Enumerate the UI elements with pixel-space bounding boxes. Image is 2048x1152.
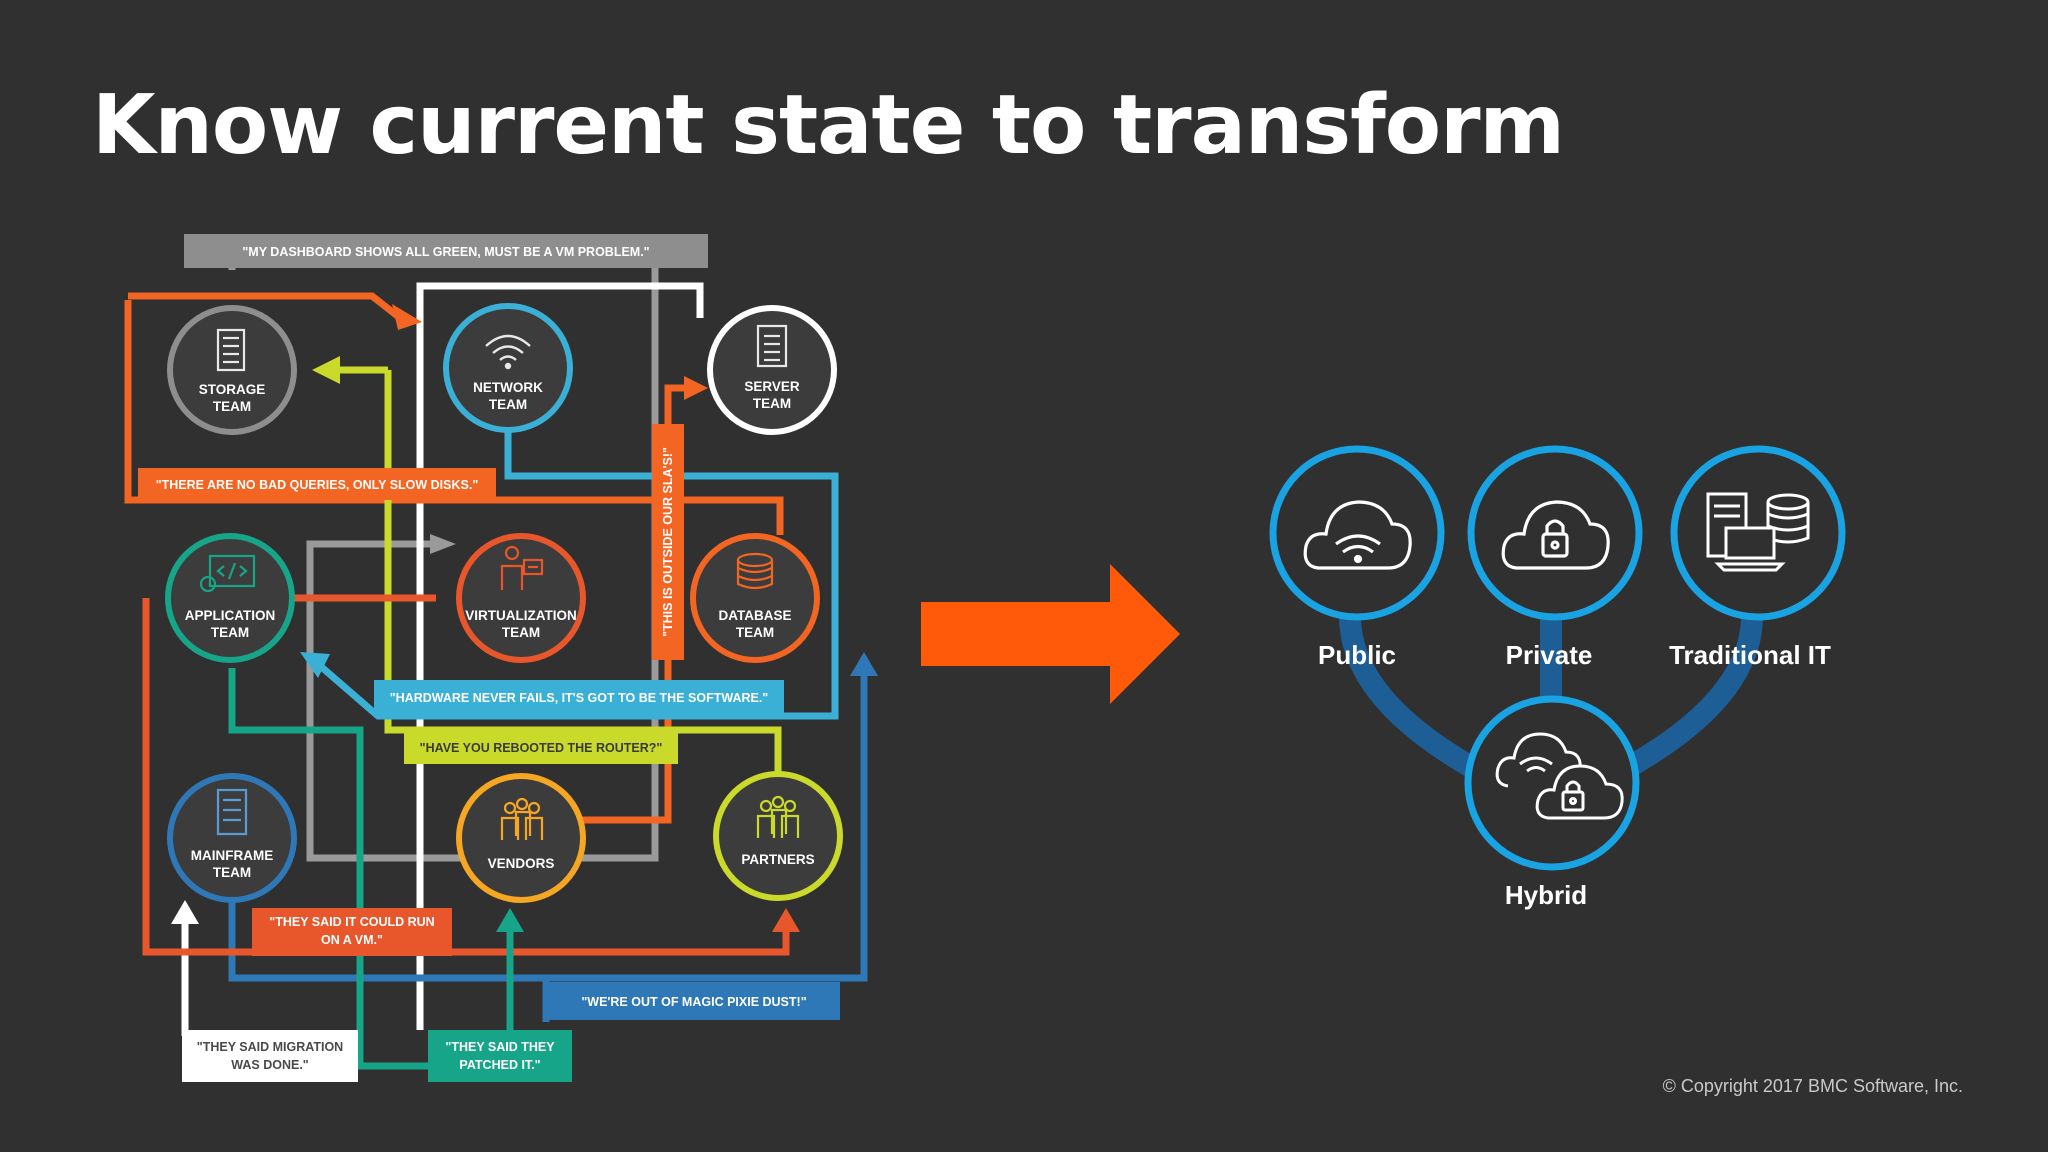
document-icon — [756, 324, 788, 368]
quote-vm-text-2: ON A VM." — [321, 933, 383, 947]
team-server: SERVER TEAM — [707, 305, 837, 435]
team-server-label-2: TEAM — [753, 396, 791, 411]
team-server-label-1: SERVER — [744, 379, 800, 394]
option-public-label: Public — [1318, 640, 1396, 670]
team-network-label-1: NETWORK — [473, 380, 543, 395]
team-database: DATABASE TEAM — [690, 533, 820, 663]
team-virtualization-label-1: VIRTUALIZATION — [465, 608, 577, 623]
team-application-label-1: APPLICATION — [185, 608, 276, 623]
database-icon — [736, 552, 774, 590]
orange-line — [664, 384, 690, 420]
team-virtualization: VIRTUALIZATION TEAM — [456, 533, 586, 663]
team-storage: STORAGE TEAM — [167, 305, 297, 435]
server-rack-icon — [216, 328, 246, 372]
option-public: Public — [1269, 445, 1445, 670]
team-network-label-2: TEAM — [489, 397, 527, 412]
quote-banners: "MY DASHBOARD SHOWS ALL GREEN, MUST BE A… — [138, 234, 840, 1082]
quote-dashboard-text: "MY DASHBOARD SHOWS ALL GREEN, MUST BE A… — [242, 245, 649, 259]
team-mainframe-label-2: TEAM — [213, 865, 251, 880]
team-mainframe: MAINFRAME TEAM — [167, 773, 297, 903]
quote-dashboard — [184, 234, 708, 268]
team-vendors: VENDORS — [456, 773, 586, 903]
cloud-lock-icon — [1501, 500, 1610, 570]
traditional-hybrid-connector — [1609, 605, 1763, 783]
yellow-line — [384, 370, 782, 773]
quote-hardware — [374, 680, 784, 714]
option-hybrid: Hybrid — [1464, 695, 1640, 910]
team-network: NETWORK TEAM — [443, 303, 573, 433]
presenter-icon — [500, 545, 544, 590]
quote-patched — [428, 1030, 572, 1082]
transform-arrow-icon — [921, 564, 1180, 704]
quote-sla — [652, 424, 684, 660]
wifi-icon — [485, 334, 531, 370]
option-private-label: Private — [1506, 640, 1593, 670]
quote-hardware-text: "HARDWARE NEVER FAILS, IT'S GOT TO BE TH… — [390, 691, 769, 705]
team-storage-label-1: STORAGE — [199, 382, 266, 397]
team-database-label-2: TEAM — [736, 625, 774, 640]
quote-sla-text: "THIS IS OUTSIDE OUR SLA'S!" — [661, 447, 675, 637]
code-icon — [199, 554, 256, 593]
people-icon — [500, 797, 544, 840]
option-private: Private — [1467, 445, 1643, 670]
quote-patched-text-2: PATCHED IT." — [459, 1058, 540, 1072]
quote-router — [404, 732, 678, 764]
team-mainframe-label-1: MAINFRAME — [191, 848, 274, 863]
people-icon — [756, 795, 800, 838]
quote-pixie — [548, 982, 840, 1020]
team-application-label-2: TEAM — [211, 625, 249, 640]
orange-line — [128, 292, 403, 321]
option-hybrid-label: Hybrid — [1505, 880, 1587, 910]
team-storage-label-2: TEAM — [213, 399, 251, 414]
quote-vm-text-1: "THEY SAID IT COULD RUN — [269, 915, 434, 929]
team-circles: STORAGE TEAM NETWORK TEAM — [165, 303, 843, 903]
team-partners: PARTNERS — [713, 771, 843, 901]
silo-infographic: "MY DASHBOARD SHOWS ALL GREEN, MUST BE A… — [124, 234, 878, 1082]
option-traditional: Traditional IT — [1669, 445, 1846, 670]
quote-queries — [138, 468, 496, 500]
team-database-label-1: DATABASE — [719, 608, 792, 623]
slide-title: Know current state to transform — [92, 78, 1565, 173]
quote-migration-text-1: "THEY SAID MIGRATION — [197, 1040, 343, 1054]
mainframe-icon — [216, 788, 248, 836]
servers-laptop-icon — [1706, 492, 1810, 572]
quote-vm — [252, 908, 452, 956]
white-line — [416, 282, 704, 1030]
team-partners-label: PARTNERS — [741, 852, 814, 867]
red-line — [142, 598, 790, 956]
team-virtualization-label-2: TEAM — [502, 625, 540, 640]
quote-migration — [182, 1030, 358, 1082]
quote-patched-text-1: "THEY SAID THEY — [445, 1040, 555, 1054]
cloud-wifi-icon — [1303, 500, 1412, 570]
copyright-text: © Copyright 2017 BMC Software, Inc. — [1662, 1076, 1963, 1096]
hybrid-connectors — [1339, 605, 1763, 783]
blue-line — [315, 432, 839, 720]
teal-line — [228, 668, 430, 1070]
quote-router-text: "HAVE YOU REBOOTED THE ROUTER?" — [420, 741, 663, 755]
quote-pixie-text: "WE'RE OUT OF MAGIC PIXIE DUST!" — [581, 995, 806, 1009]
option-traditional-label: Traditional IT — [1669, 640, 1831, 670]
public-hybrid-connector — [1339, 605, 1491, 783]
hybrid-clouds-icon — [1495, 732, 1624, 820]
quote-migration-text-2: WAS DONE." — [231, 1058, 309, 1072]
quote-queries-text: "THERE ARE NO BAD QUERIES, ONLY SLOW DIS… — [156, 478, 479, 492]
team-vendors-label: VENDORS — [488, 856, 555, 871]
cloud-options: Public Private Traditional IT — [1269, 445, 1846, 910]
team-application: APPLICATION TEAM — [165, 533, 295, 663]
